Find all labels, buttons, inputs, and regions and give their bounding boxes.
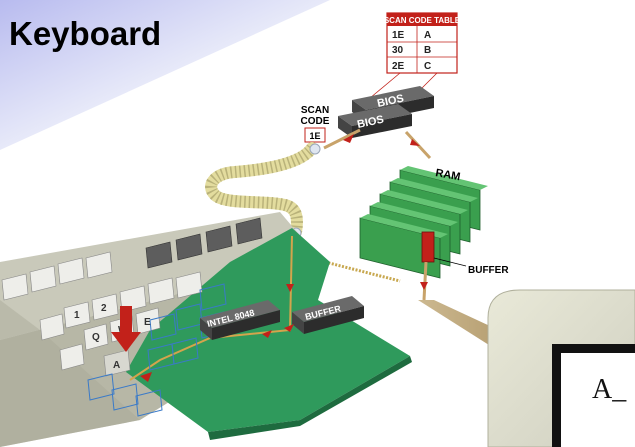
circuit-board bbox=[126, 228, 410, 432]
key-q: Q bbox=[92, 332, 100, 343]
table-char-1: B bbox=[424, 45, 431, 56]
table-char-0: A bbox=[424, 30, 431, 41]
signal-line-output bbox=[422, 261, 428, 301]
table-char-2: C bbox=[424, 61, 431, 72]
bios-front-label: BIOS bbox=[356, 114, 385, 131]
scan-code-value-box bbox=[304, 127, 326, 143]
table-code-2: 2E bbox=[392, 61, 405, 72]
buffer-label: BUFFER bbox=[468, 265, 509, 276]
signal-arrow-ram bbox=[410, 139, 420, 146]
trace-arrow-buffer bbox=[284, 324, 294, 332]
coiled-cable-texture bbox=[205, 143, 317, 233]
keyboard-top-row bbox=[145, 217, 263, 269]
key-2: 2 bbox=[101, 303, 107, 314]
signal-arrow-output bbox=[420, 282, 428, 290]
scan-code-table-header: SCAN CODE TABLE bbox=[384, 16, 461, 25]
key-e: E bbox=[144, 317, 151, 328]
ram-label: RAM bbox=[434, 167, 461, 183]
keyboard: 1 2 Q W E A bbox=[0, 212, 412, 447]
table-code-0: 1E bbox=[392, 30, 405, 41]
background-wash bbox=[0, 0, 330, 150]
scan-code-table: SCAN CODE TABLE 1E A 30 B 2E C bbox=[384, 12, 461, 74]
ram-buffer-block bbox=[421, 231, 435, 263]
key-1: 1 bbox=[74, 310, 80, 321]
scan-code-label-2: CODE bbox=[301, 116, 330, 127]
table-callout-left bbox=[369, 72, 401, 99]
keyboard-buffer-chip: BUFFER bbox=[292, 296, 364, 334]
intel-8048-chip: INTEL 8048 bbox=[200, 300, 280, 340]
keyboard-wire-keys bbox=[87, 283, 227, 417]
page-title: Keyboard bbox=[9, 15, 161, 52]
trace-arrow-keyboard bbox=[140, 372, 152, 382]
trace-arrow-cable bbox=[286, 284, 294, 292]
press-arrow bbox=[111, 306, 141, 352]
cable-plug-top bbox=[309, 143, 321, 155]
ram-modules bbox=[324, 166, 488, 283]
buffer-callout-line bbox=[433, 257, 467, 267]
table-code-1: 30 bbox=[392, 45, 404, 56]
signal-arrow-bios bbox=[343, 134, 354, 143]
key-a: A bbox=[113, 360, 120, 371]
scan-code-value: 1E bbox=[309, 131, 320, 141]
scan-code-table-header-bg bbox=[387, 13, 457, 26]
monitor: A_ bbox=[487, 289, 635, 447]
screen-text: A_ bbox=[592, 374, 627, 405]
trace-arrow-intel bbox=[262, 330, 272, 338]
scan-code-label-1: SCAN bbox=[301, 105, 329, 116]
bios-chip-front: BIOS bbox=[338, 104, 412, 138]
keyboard-keys bbox=[1, 251, 203, 377]
signal-line-bios bbox=[323, 128, 361, 150]
